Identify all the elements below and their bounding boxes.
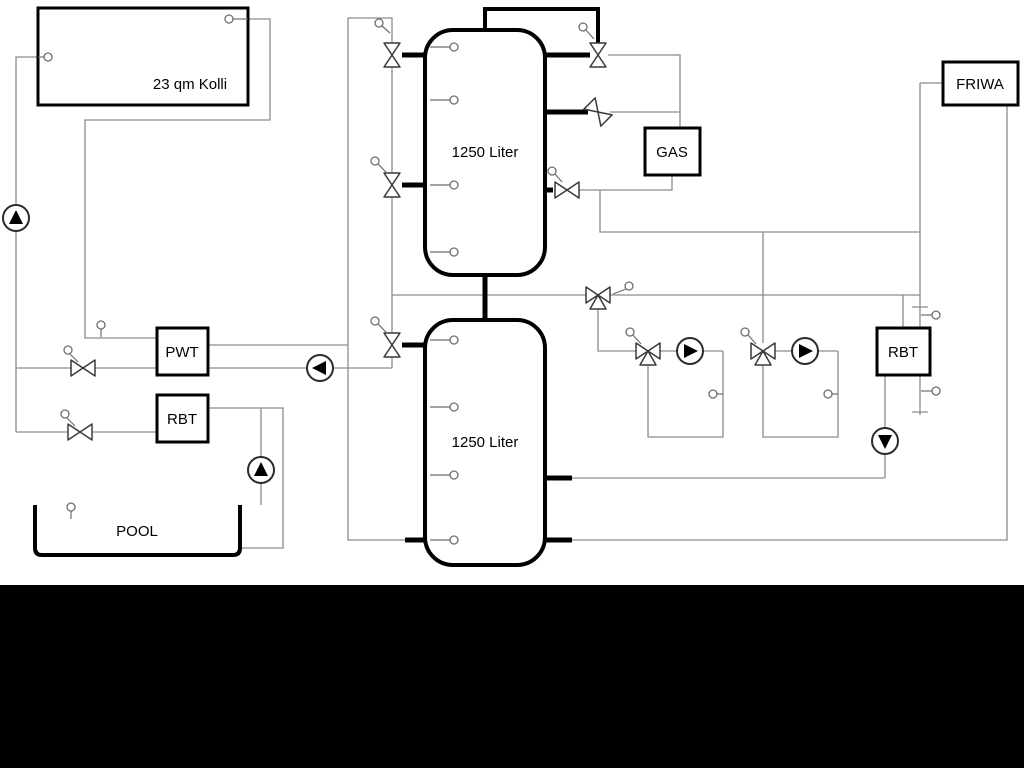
pipe-tank-stubs bbox=[402, 52, 590, 543]
rbt-right-label: RBT bbox=[888, 344, 918, 361]
buffer-tank-bottom: 1250 Liter bbox=[423, 318, 547, 567]
pump-solar-icon bbox=[2, 204, 30, 232]
mixing-valve-header-icon bbox=[585, 286, 611, 310]
circuit2-sensor-icon bbox=[823, 389, 838, 399]
pump-rbt-icon bbox=[871, 427, 899, 455]
tank2-sensor-icon bbox=[430, 335, 459, 345]
buffer-tank-top-outline bbox=[423, 28, 547, 277]
pump-pool-icon bbox=[247, 456, 275, 484]
valve-actuator-icon bbox=[60, 409, 76, 427]
tank1-sensor-icon bbox=[430, 95, 459, 105]
pipe-storage-riser bbox=[347, 17, 405, 541]
valve-actuator-icon bbox=[740, 327, 757, 345]
pipe-upper-header bbox=[599, 190, 920, 233]
friwa-line-sensor-icon bbox=[921, 386, 941, 396]
pipe-friwa-loop bbox=[572, 82, 1008, 541]
pump-pwt-icon bbox=[306, 354, 334, 382]
rbt-left-box: RBT bbox=[155, 393, 210, 444]
rbt-right-box: RBT bbox=[875, 326, 932, 377]
pipe-heating-circuit-2 bbox=[762, 232, 839, 438]
rbt-left-label: RBT bbox=[167, 411, 197, 428]
buffer-tank-top: 1250 Liter bbox=[423, 28, 547, 277]
pwt-sensor-icon bbox=[96, 320, 106, 337]
valve-tank1-left-top-icon bbox=[383, 42, 401, 68]
buffer-tank-bottom-label: 1250 Liter bbox=[452, 434, 519, 451]
valve-tank1-left-mid-icon bbox=[383, 172, 401, 198]
pipe-solar-return bbox=[15, 56, 157, 433]
friwa-station-label: FRIWA bbox=[956, 76, 1004, 93]
bottom-letterbox bbox=[0, 585, 1024, 768]
valve-actuator-icon bbox=[547, 166, 563, 183]
valve-actuator-icon bbox=[370, 316, 388, 334]
collector-sensor-icon bbox=[38, 52, 53, 62]
pipe-pwt-to-tank bbox=[208, 344, 392, 369]
valve-actuator-icon bbox=[612, 281, 634, 295]
pool-basin: POOL bbox=[33, 505, 242, 557]
valve-tank1-right-top-icon bbox=[589, 42, 607, 68]
pwt-outline bbox=[155, 326, 210, 377]
pwt-label: PWT bbox=[165, 344, 198, 361]
pool-label: POOL bbox=[116, 523, 158, 540]
pipe-solar-supply bbox=[84, 18, 271, 339]
solar-collector-label: 23 qm Kolli bbox=[153, 76, 227, 93]
heating-schematic-canvas: 23 qm Kolli 1250 Liter 1250 Liter GAS FR… bbox=[2, 6, 1020, 567]
rbt-right-outline bbox=[875, 326, 932, 377]
friwa-station-outline bbox=[941, 60, 1020, 107]
pump-heating-circuit-1-icon bbox=[676, 337, 704, 365]
pipe-gas-loop bbox=[579, 54, 681, 191]
valve-actuator-icon bbox=[625, 327, 642, 345]
tank1-sensor-icon bbox=[430, 247, 459, 257]
valve-actuator-icon bbox=[370, 156, 388, 174]
pool-sensor-icon bbox=[66, 502, 76, 519]
friwa-line-sensor-icon bbox=[921, 310, 941, 320]
valve-actuator-icon bbox=[578, 22, 595, 40]
tank2-sensor-icon bbox=[430, 402, 459, 412]
gas-boiler-outline bbox=[643, 126, 702, 177]
valve-solar-pwt-icon bbox=[70, 359, 96, 377]
tank1-sensor-icon bbox=[430, 42, 459, 52]
tank2-sensor-icon bbox=[430, 470, 459, 480]
buffer-tank-top-label: 1250 Liter bbox=[452, 144, 519, 161]
pool-basin-outline bbox=[33, 505, 242, 557]
valve-actuator-icon bbox=[63, 345, 79, 363]
rbt-left-outline bbox=[155, 393, 210, 444]
collector-sensor-icon bbox=[224, 14, 248, 24]
friwa-station-box: FRIWA bbox=[941, 60, 1020, 107]
pipes-thick bbox=[402, 7, 600, 543]
circuit1-sensor-icon bbox=[708, 389, 723, 399]
gas-boiler-box: GAS bbox=[643, 126, 702, 177]
tank2-sensor-icon bbox=[430, 535, 459, 545]
mixing-valve-circuit2-icon bbox=[750, 342, 776, 366]
valve-tank2-left-icon bbox=[383, 332, 401, 358]
pipe-mid-header bbox=[392, 294, 920, 352]
pipe-return-bottom bbox=[572, 375, 886, 479]
pipe-tank-top-header bbox=[483, 7, 600, 43]
pwt-heat-exchanger-box: PWT bbox=[155, 326, 210, 377]
mixing-valve-circuit1-icon bbox=[635, 342, 661, 366]
gas-boiler-label: GAS bbox=[656, 144, 688, 161]
valve-solar-rbt-icon bbox=[67, 423, 93, 441]
pump-heating-circuit-2-icon bbox=[791, 337, 819, 365]
buffer-tank-bottom-outline bbox=[423, 318, 547, 567]
valve-gas-return-icon bbox=[554, 181, 580, 199]
solar-collector-box: 23 qm Kolli bbox=[36, 6, 250, 107]
valve-actuator-icon bbox=[374, 18, 391, 34]
check-valve-gas-icon bbox=[583, 97, 613, 127]
tank1-sensor-icon bbox=[430, 180, 459, 190]
